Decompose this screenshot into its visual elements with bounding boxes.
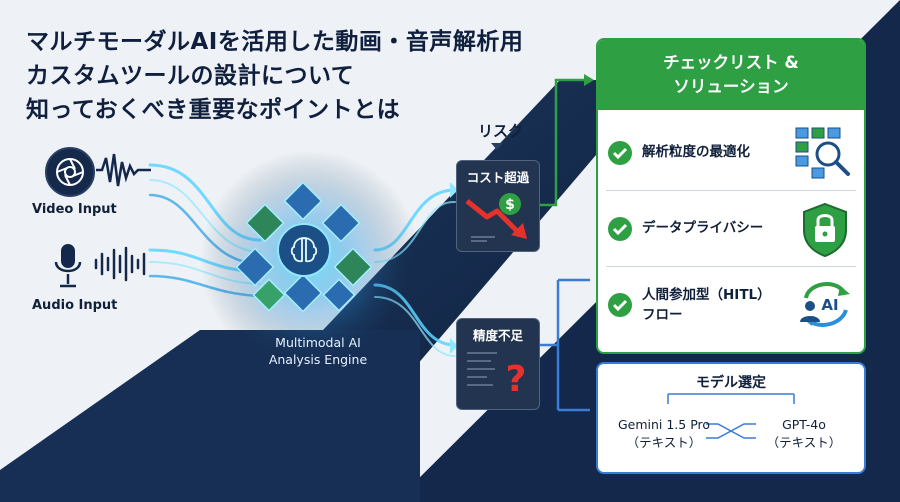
magnify-data-icon [795,127,850,179]
cost-overrun-title: コスト超過 [466,170,530,185]
checklist-header-line2: ソリューション [673,77,789,96]
model-compare-lines [667,393,795,439]
checklist-panel: チェックリスト & ソリューション 解析粒度の最適化 データプライバシー [596,38,866,354]
check-icon [608,217,632,241]
cost-overrun-box: コスト超過 $ [456,160,540,252]
question-mark-icon: ? [506,359,527,399]
model-left-name: Gemini 1.5 Pro [617,417,711,432]
risk-label: リスク [478,122,524,140]
check-item-privacy: データプライバシー [608,200,858,260]
check-item-label: 解析粒度の最適化 [642,144,750,160]
brain-icon [290,237,318,263]
svg-text:?: ? [506,359,527,399]
cube [235,181,373,313]
title-line-3: 知っておくべき重要なポイントとは [26,97,401,123]
ai-badge: AI [821,296,838,314]
check-icon [608,293,632,317]
accuracy-shortfall-box: 精度不足 ? [456,318,540,410]
check-item-granularity: 解析粒度の最適化 [608,124,858,184]
checklist-header: チェックリスト & ソリューション [598,40,864,110]
down-trend-arrow-icon [465,199,527,242]
title-line-2: カスタムツールの設計について [26,63,355,89]
check-item-label-line2: フロー [642,307,683,323]
model-right-name: GPT-4o [782,417,826,432]
check-item-label: データプライバシー [642,220,764,236]
check-item-hitl: 人間参加型（HITL） フロー AI [608,276,858,336]
audio-input-label: Audio Input [32,298,118,313]
engine-cluster [235,181,373,313]
model-selection-title: モデル選定 [696,375,766,391]
checklist-header-line1: チェックリスト & [663,53,799,72]
camera-aperture-icon [45,147,95,197]
svg-text:$: $ [505,197,515,213]
engine-label-line1: Multimodal AI [275,335,361,350]
video-input-label: Video Input [32,202,117,217]
accuracy-shortfall-title: 精度不足 [472,328,523,343]
lock-shield-icon [803,202,847,258]
model-left-sub: （テキスト） [626,435,702,450]
placeholder-text-lines [467,352,497,386]
sound-wave-icon [94,246,146,282]
microphone-icon [54,244,82,288]
title-line-1: マルチモーダルAIを活用した動画・音声解析用 [26,29,524,55]
model-selection-panel: モデル選定 Gemini 1.5 Pro （テキスト） GPT-4o （テキスト… [596,362,866,474]
check-item-label: 人間参加型（HITL） [642,287,771,303]
dollar-coin-icon: $ [499,193,521,215]
check-icon [608,141,632,165]
person-cycle-ai-icon: AI [800,282,850,327]
model-right-sub: （テキスト） [766,435,842,450]
sound-wave-icon [96,153,151,187]
engine-label-line2: Analysis Engine [268,352,368,367]
